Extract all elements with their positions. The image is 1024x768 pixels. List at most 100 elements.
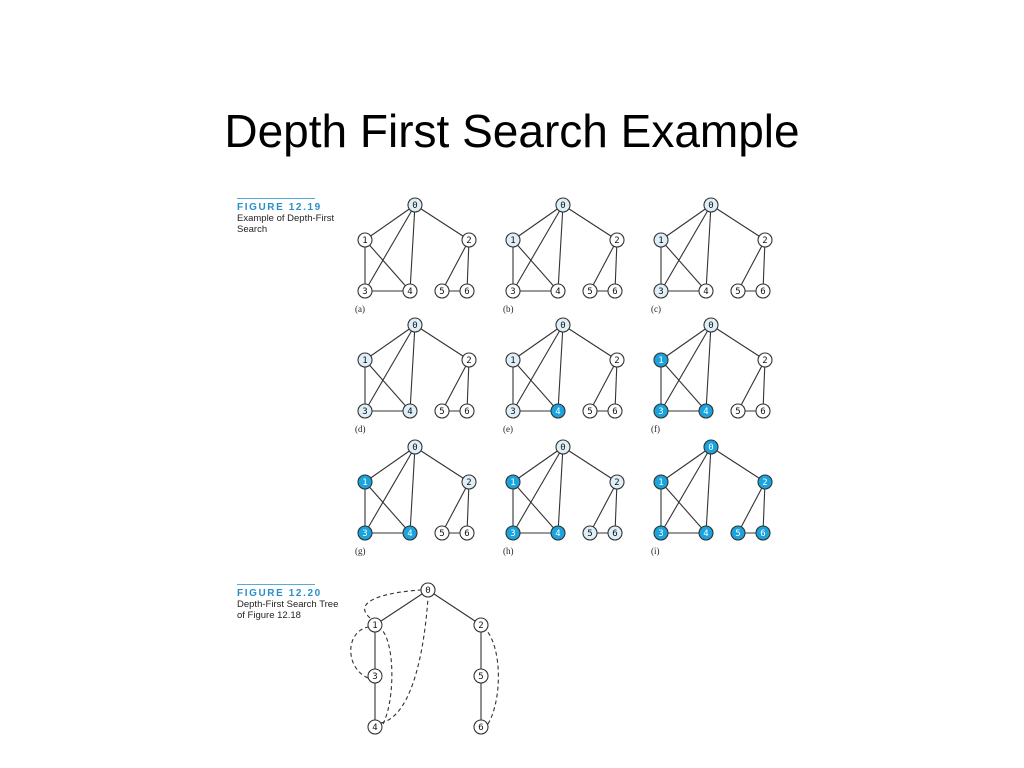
- graph-node: [698, 525, 714, 541]
- figure-12-19-description: Example of Depth-First Search: [237, 213, 335, 235]
- graph-node-label: 5: [735, 407, 740, 417]
- graph-node-label: 4: [407, 529, 412, 539]
- graph-edge: [660, 446, 712, 483]
- graph-node-label: 1: [510, 236, 515, 246]
- tree-node-label: 6: [478, 723, 483, 733]
- graph-node: [402, 283, 418, 299]
- graph-edge: [660, 204, 712, 292]
- graph-node: [459, 283, 475, 299]
- graph-node: [555, 439, 571, 455]
- panel-label: (f): [651, 424, 660, 434]
- graph-node: [730, 403, 746, 419]
- graph-node-label: 2: [762, 236, 767, 246]
- graph-node-label: 3: [658, 407, 663, 417]
- tree-node-label: 4: [372, 723, 377, 733]
- graph-node-label: 0: [412, 443, 417, 453]
- tree-node-label: 2: [478, 621, 483, 631]
- graph-node: [730, 525, 746, 541]
- graph-edge: [557, 204, 564, 292]
- graph-edge: [762, 481, 766, 534]
- tree-node: [473, 668, 489, 684]
- panel-label: (g): [355, 546, 366, 556]
- graph-node: [653, 403, 669, 419]
- graph-node: [461, 474, 477, 490]
- graph-node-label: 6: [464, 287, 469, 297]
- graph-node-label: 5: [735, 287, 740, 297]
- graph-node-label: 3: [510, 407, 515, 417]
- graph-node: [357, 283, 373, 299]
- graph-node: [703, 439, 719, 455]
- graph-node-label: 4: [703, 407, 708, 417]
- graph-node-label: 0: [412, 321, 417, 331]
- graph-edge: [660, 204, 712, 241]
- graph-node-label: 4: [555, 407, 560, 417]
- graph-node: [703, 317, 719, 333]
- graph-node: [755, 283, 771, 299]
- graph-node: [609, 352, 625, 368]
- graph-node: [357, 525, 373, 541]
- graph-edge: [660, 446, 712, 534]
- graph-node-label: 2: [614, 478, 619, 488]
- graph-node: [757, 352, 773, 368]
- graph-edge: [364, 481, 411, 534]
- figure-12-19-caption: FIGURE 12.19 Example of Depth-First Sear…: [237, 198, 347, 235]
- graph-node-label: 1: [658, 236, 663, 246]
- graph-node: [582, 283, 598, 299]
- tree-node: [367, 668, 383, 684]
- graph-edge: [441, 239, 470, 292]
- graph-edge: [660, 481, 707, 534]
- graph-node-label: 6: [612, 407, 617, 417]
- graph-edge: [705, 446, 712, 534]
- graph-node-label: 0: [560, 443, 565, 453]
- graph-node: [505, 232, 521, 248]
- back-edge: [486, 630, 499, 725]
- graph-node-label: 1: [510, 478, 515, 488]
- graph-node-label: 5: [735, 529, 740, 539]
- tree-node: [420, 582, 436, 598]
- graph-node-label: 2: [614, 356, 619, 366]
- graph-node: [505, 283, 521, 299]
- graph-edge: [557, 324, 564, 412]
- graph-node: [461, 232, 477, 248]
- graph-node-label: 3: [658, 287, 663, 297]
- graph-node-label: 5: [587, 529, 592, 539]
- graph-node: [407, 317, 423, 333]
- panel-label: (d): [355, 424, 366, 434]
- graph-edge: [737, 239, 766, 292]
- graph-node-label: 4: [555, 287, 560, 297]
- graph-edge: [441, 481, 470, 534]
- graph-node-label: 2: [762, 478, 767, 488]
- graph-node: [698, 283, 714, 299]
- graph-node-label: 2: [466, 236, 471, 246]
- tree-node-label: 1: [372, 621, 377, 631]
- panel-label: (c): [651, 304, 661, 314]
- graph-node: [607, 283, 623, 299]
- graph-node-label: 1: [362, 236, 367, 246]
- graph-node: [505, 474, 521, 490]
- graph-edge: [409, 204, 416, 292]
- graph-node: [757, 474, 773, 490]
- graph-node-label: 4: [703, 287, 708, 297]
- back-edge: [364, 589, 422, 619]
- graph-node: [653, 283, 669, 299]
- graph-node-label: 0: [708, 201, 713, 211]
- graph-edge: [762, 359, 766, 412]
- graph-edge: [409, 446, 416, 534]
- graph-edge: [364, 446, 416, 534]
- graph-node-label: 1: [658, 356, 663, 366]
- graph-node: [582, 525, 598, 541]
- graph-edge: [589, 359, 618, 412]
- graph-edge: [364, 204, 416, 241]
- graph-node: [703, 197, 719, 213]
- graph-node: [505, 525, 521, 541]
- graph-node-label: 5: [587, 287, 592, 297]
- graph-node: [402, 525, 418, 541]
- graph-edge: [660, 359, 707, 412]
- graph-node: [550, 283, 566, 299]
- graph-node-label: 0: [560, 201, 565, 211]
- graph-node: [755, 403, 771, 419]
- tree-node: [473, 617, 489, 633]
